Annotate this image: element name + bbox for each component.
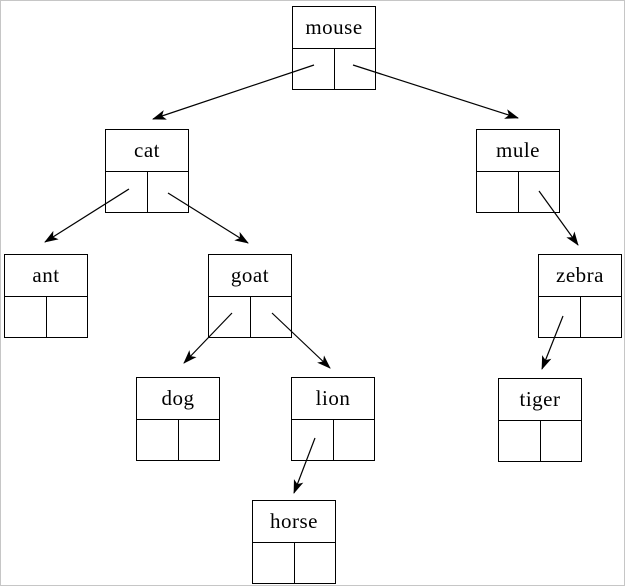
- node-lion-pointer-cells: [292, 420, 374, 460]
- node-horse-left-pointer-cell: [253, 543, 295, 583]
- node-label-tiger: tiger: [499, 379, 581, 421]
- node-label-mule: mule: [477, 130, 559, 172]
- node-horse-pointer-cells: [253, 543, 335, 583]
- node-label-ant: ant: [5, 255, 87, 297]
- node-ant-pointer-cells: [5, 297, 87, 337]
- node-cat-pointer-cells: [106, 172, 188, 212]
- node-zebra-right-pointer-cell: [581, 297, 622, 337]
- node-label-dog: dog: [137, 378, 219, 420]
- tree-node-zebra: zebra: [538, 254, 622, 338]
- node-lion-left-pointer-cell: [292, 420, 334, 460]
- node-label-horse: horse: [253, 501, 335, 543]
- node-cat-left-pointer-cell: [106, 172, 148, 212]
- node-goat-pointer-cells: [209, 297, 291, 337]
- node-label-lion: lion: [292, 378, 374, 420]
- node-goat-left-pointer-cell: [209, 297, 251, 337]
- tree-node-horse: horse: [252, 500, 336, 584]
- node-tiger-left-pointer-cell: [499, 421, 541, 461]
- tree-node-mouse: mouse: [292, 6, 376, 90]
- node-cat-right-pointer-cell: [148, 172, 189, 212]
- node-dog-pointer-cells: [137, 420, 219, 460]
- node-mouse-right-pointer-cell: [335, 49, 376, 89]
- node-mule-left-pointer-cell: [477, 172, 519, 212]
- edge-mouse-right-to-mule: [352, 64, 519, 119]
- tree-node-tiger: tiger: [498, 378, 582, 462]
- node-zebra-left-pointer-cell: [539, 297, 581, 337]
- node-label-goat: goat: [209, 255, 291, 297]
- tree-node-dog: dog: [136, 377, 220, 461]
- node-mule-pointer-cells: [477, 172, 559, 212]
- node-goat-right-pointer-cell: [251, 297, 292, 337]
- node-tiger-right-pointer-cell: [541, 421, 582, 461]
- node-zebra-pointer-cells: [539, 297, 621, 337]
- node-dog-right-pointer-cell: [179, 420, 220, 460]
- node-lion-right-pointer-cell: [334, 420, 375, 460]
- edge-mouse-left-to-cat: [152, 64, 315, 120]
- tree-node-mule: mule: [476, 129, 560, 213]
- tree-node-lion: lion: [291, 377, 375, 461]
- node-label-zebra: zebra: [539, 255, 621, 297]
- tree-node-cat: cat: [105, 129, 189, 213]
- node-mouse-pointer-cells: [293, 49, 375, 89]
- node-label-mouse: mouse: [293, 7, 375, 49]
- node-label-cat: cat: [106, 130, 188, 172]
- node-tiger-pointer-cells: [499, 421, 581, 461]
- tree-node-ant: ant: [4, 254, 88, 338]
- node-mouse-left-pointer-cell: [293, 49, 335, 89]
- node-mule-right-pointer-cell: [519, 172, 560, 212]
- node-horse-right-pointer-cell: [295, 543, 336, 583]
- node-dog-left-pointer-cell: [137, 420, 179, 460]
- tree-node-goat: goat: [208, 254, 292, 338]
- node-ant-right-pointer-cell: [47, 297, 88, 337]
- node-ant-left-pointer-cell: [5, 297, 47, 337]
